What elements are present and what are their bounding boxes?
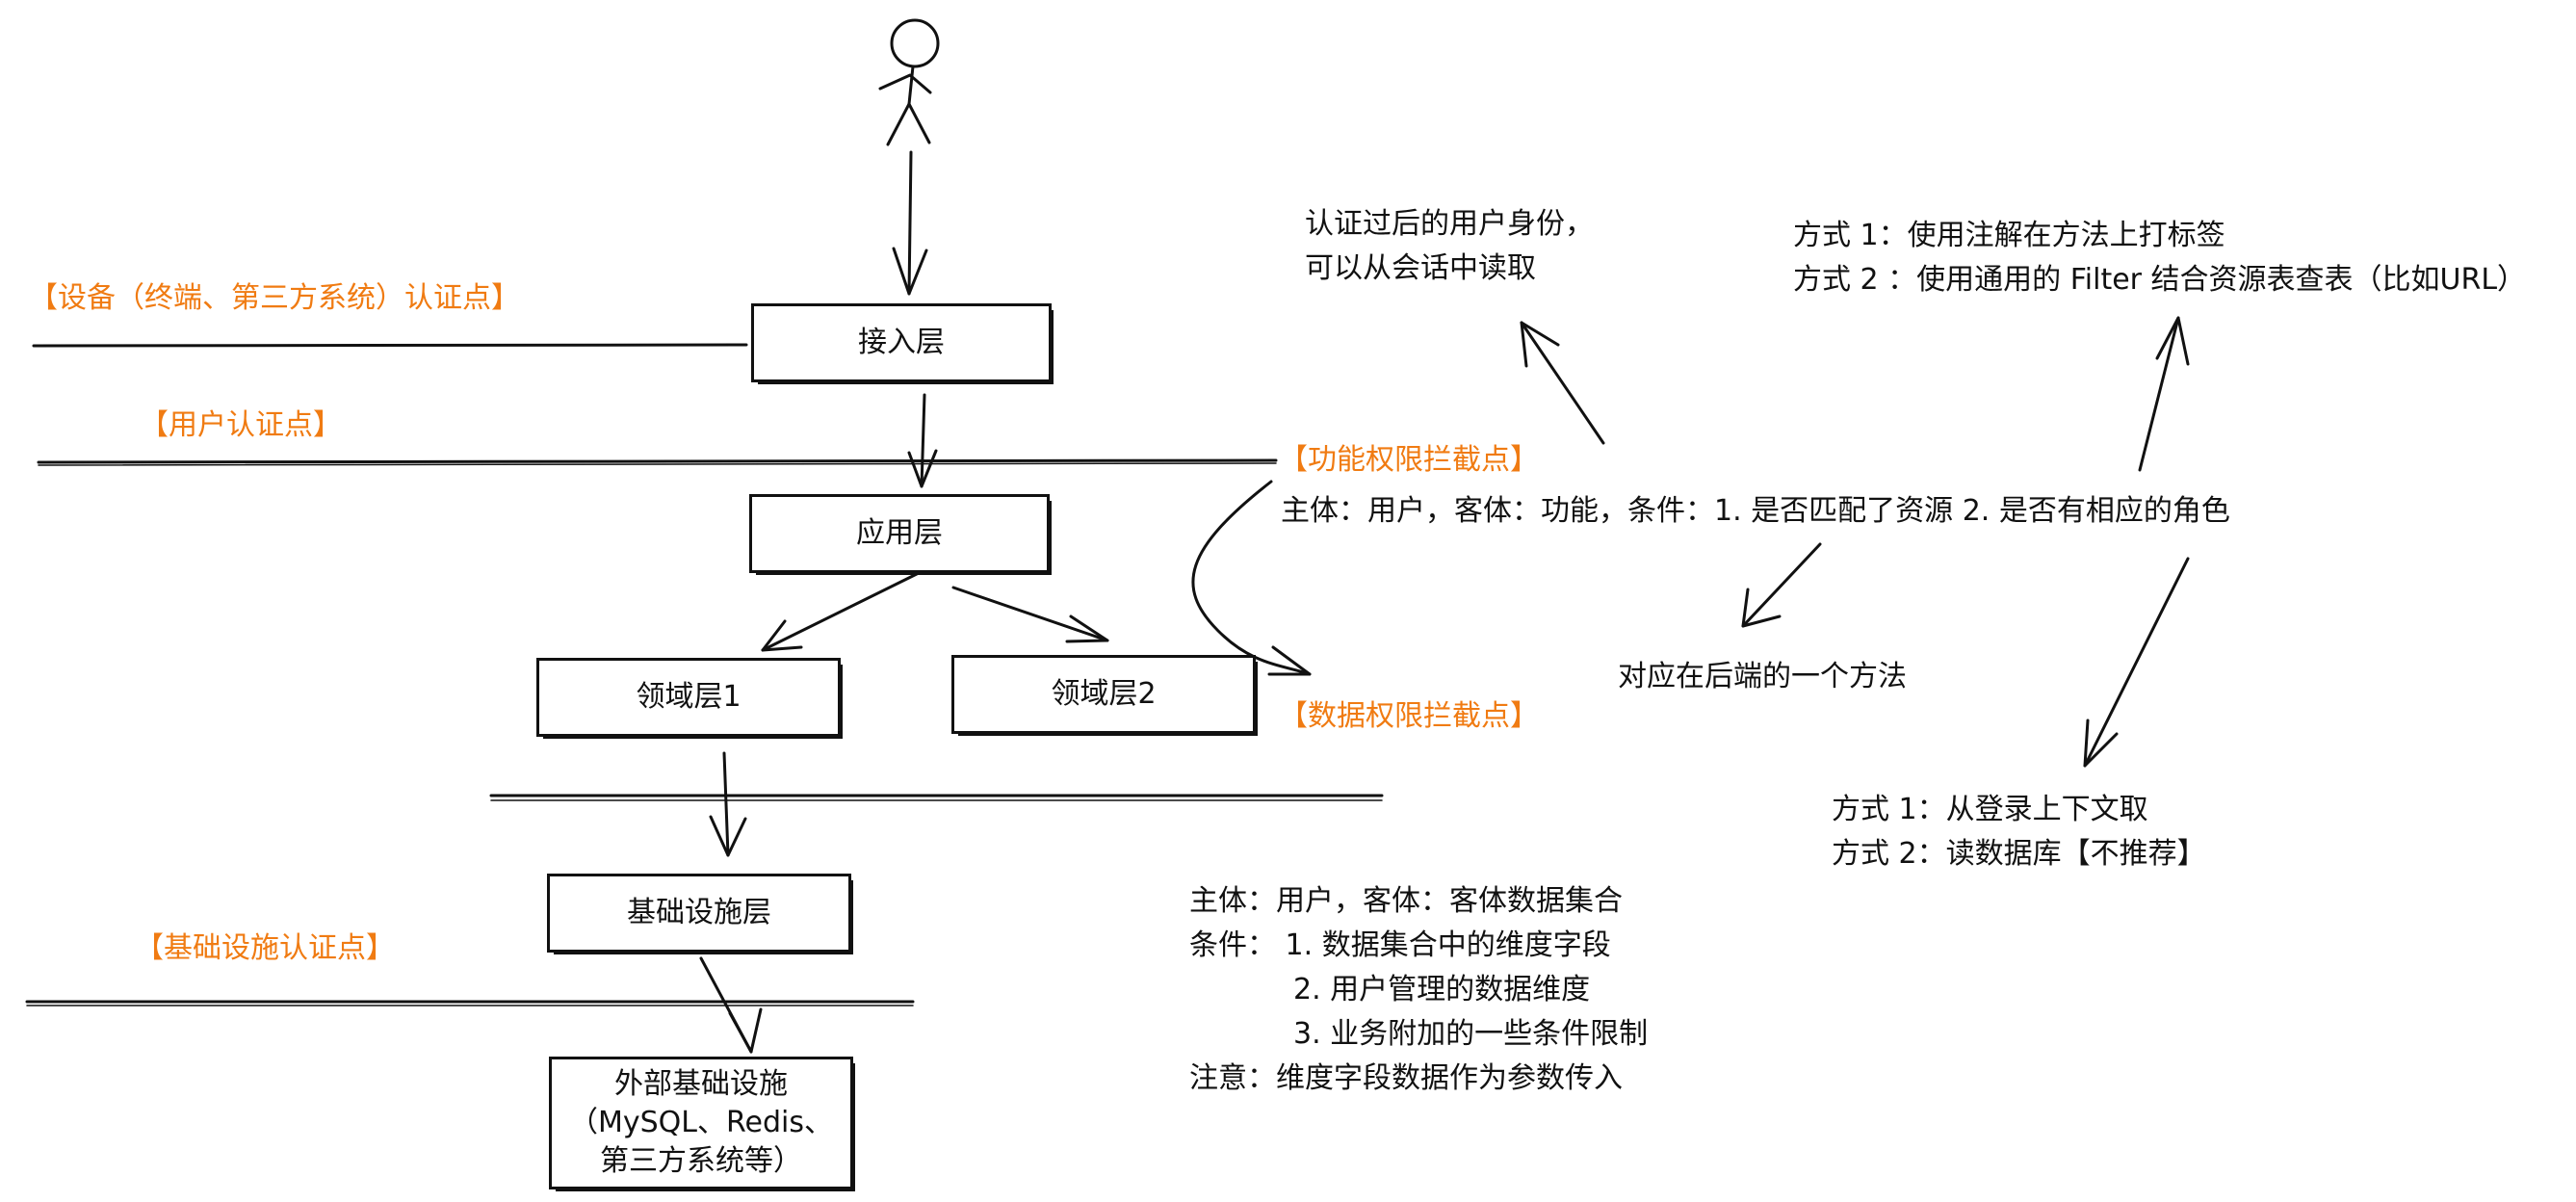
infrastructure-layer-box: 基础设施层	[547, 874, 853, 954]
function-method2: 方式 2 ：使用通用的 Filter 结合资源表查表（比如URL）	[1793, 263, 2527, 297]
device-auth-boundary	[32, 343, 748, 348]
domain-layer1-label: 领域层1	[636, 680, 742, 714]
domain-layer2-box: 领域层2	[951, 655, 1258, 736]
data-intercept-label: 【数据权限拦截点】	[1279, 699, 1539, 733]
external-infra-box: 外部基础设施 （MySQL、Redis、 第三方系统等）	[549, 1057, 855, 1191]
identity-note: 认证过后的用户身份， 可以从会话中读取	[1305, 202, 1594, 291]
data-rule-line2: 条件： 1. 数据集合中的维度字段	[1189, 928, 1611, 962]
function-method-note: 方式 1：使用注解在方法上打标签 方式 2 ：使用通用的 Filter 结合资源…	[1793, 214, 2526, 302]
function-rule-note: 主体：用户，客体：功能，条件：1. 是否匹配了资源 2. 是否有相应的角色	[1281, 494, 2230, 528]
backend-method-note: 对应在后端的一个方法	[1618, 660, 1907, 693]
data-rule-line1: 主体：用户，客体：客体数据集合	[1189, 884, 1623, 918]
data-rule-line5: 注意：维度字段数据作为参数传入	[1189, 1061, 1623, 1095]
application-layer-label: 应用层	[856, 516, 943, 550]
infrastructure-layer-label: 基础设施层	[627, 896, 771, 929]
access-layer-box: 接入层	[751, 303, 1054, 384]
identity-note-line2: 可以从会话中读取	[1305, 251, 1536, 285]
domain-layer1-box: 领域层1	[536, 658, 843, 739]
application-layer-box: 应用层	[749, 494, 1052, 575]
data-rule-line4: 3. 业务附加的一些条件限制	[1293, 1017, 1649, 1051]
user-figure-icon	[878, 18, 940, 146]
data-rule-line3: 2. 用户管理的数据维度	[1293, 973, 1591, 1006]
function-method1: 方式 1：使用注解在方法上打标签	[1793, 219, 2225, 252]
data-rule-note: 主体：用户，客体：客体数据集合 条件： 1. 数据集合中的维度字段 2. 用户管…	[1189, 879, 1648, 1101]
user-auth-point-label: 【用户认证点】	[140, 408, 342, 442]
role-source1: 方式 1：从登录上下文取	[1832, 793, 2148, 826]
identity-note-line1: 认证过后的用户身份，	[1305, 207, 1594, 241]
external-infra-title: 外部基础设施	[614, 1067, 788, 1101]
device-auth-point-label: 【设备（终端、第三方系统）认证点】	[29, 281, 520, 315]
infra-auth-point-label: 【基础设施认证点】	[135, 931, 395, 965]
domain-layer2-label: 领域层2	[1051, 677, 1157, 711]
external-infra-detail2: 第三方系统等）	[600, 1144, 802, 1178]
user-auth-boundary	[37, 458, 1278, 464]
function-intercept-label: 【功能权限拦截点】	[1279, 443, 1539, 477]
external-infra-detail1: （MySQL、Redis、	[569, 1106, 833, 1139]
role-source-note: 方式 1：从登录上下文取 方式 2：读数据库【不推荐】	[1832, 788, 2206, 876]
role-source2: 方式 2：读数据库【不推荐】	[1832, 837, 2206, 871]
access-layer-label: 接入层	[858, 326, 945, 359]
